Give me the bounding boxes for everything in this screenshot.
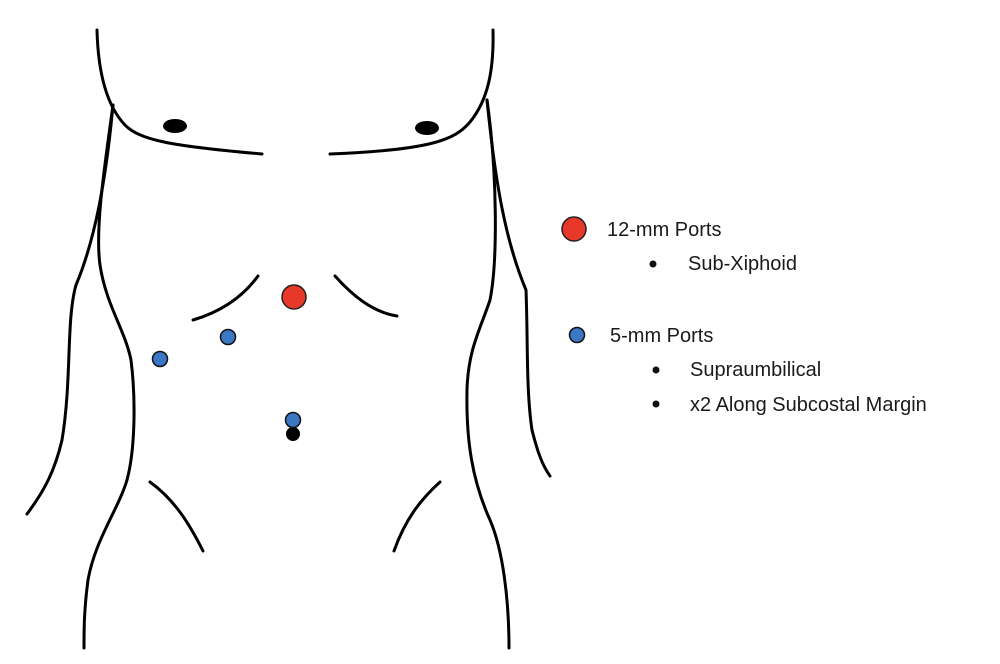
- legend-bullet: [652, 400, 660, 408]
- right-torso-line: [465, 98, 511, 650]
- legend-5mm-marker: [568, 326, 586, 344]
- left-shoulder-line: [95, 28, 264, 156]
- sub-xiphoid-port-12mm: [281, 284, 307, 310]
- legend-bullet: [649, 260, 657, 268]
- subcostal-port-5mm-medial: [219, 328, 237, 346]
- legend-12mm-marker: [561, 216, 587, 242]
- right-groin-line: [392, 480, 442, 553]
- right-nipple: [415, 121, 439, 135]
- legend-subcostal-label: x2 Along Subcostal Margin: [690, 394, 927, 416]
- legend-sub-xiphoid-label: Sub-Xiphoid: [688, 253, 797, 275]
- legend-5mm-label: 5-mm Ports: [610, 325, 714, 347]
- supraumbilical-port-5mm: [284, 411, 302, 429]
- right-arm-outer-line: [485, 98, 552, 478]
- legend-bullet: [652, 366, 660, 374]
- legend-supraumbilical-label: Supraumbilical: [690, 359, 822, 381]
- left-torso-line: [82, 103, 136, 650]
- right-shoulder-line: [328, 28, 495, 156]
- navel: [286, 427, 300, 441]
- left-nipple: [163, 119, 187, 133]
- left-groin-line: [148, 480, 205, 553]
- right-rib-line: [333, 274, 399, 318]
- subcostal-port-5mm-lateral: [151, 350, 169, 368]
- legend-12mm-label: 12-mm Ports: [607, 219, 722, 241]
- left-rib-line: [191, 274, 260, 322]
- left-arm-outer-line: [25, 103, 115, 516]
